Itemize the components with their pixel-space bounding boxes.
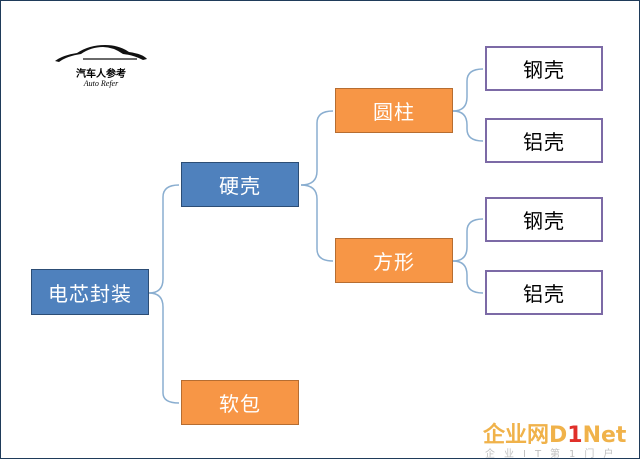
node-pouch: 软包 — [181, 380, 299, 425]
watermark-brand: 企业网D1Net — [483, 423, 627, 448]
node-prism-aluminum-shell: 铝壳 — [485, 270, 603, 315]
node-cyl-steel-shell: 钢壳 — [485, 46, 603, 91]
link-cyl-al — [452, 110, 484, 142]
link-square-al — [452, 260, 484, 294]
link-hard-square — [300, 184, 334, 262]
node-cylindrical: 圆柱 — [335, 88, 453, 133]
d1net-watermark: 企业网D1Net 企业IT第1门户 — [479, 417, 640, 460]
link-root-soft — [148, 292, 180, 404]
logo-title: 汽车人参考 — [76, 69, 126, 80]
logo-subtitle: Auto Refer — [83, 79, 119, 88]
car-silhouette-icon — [55, 45, 147, 62]
watermark-tagline: 企业IT第1门户 — [485, 449, 623, 460]
auto-refer-logo: 汽车人参考 Auto Refer — [53, 41, 149, 93]
node-cell-packaging: 电芯封装 — [31, 269, 149, 315]
link-square-steel — [452, 218, 484, 262]
node-cyl-aluminum-shell: 铝壳 — [485, 118, 603, 163]
link-root-hard — [148, 184, 180, 294]
node-prismatic: 方形 — [335, 238, 453, 283]
link-cyl-steel — [452, 68, 484, 112]
link-hard-cyl — [300, 110, 334, 186]
node-prism-steel-shell: 钢壳 — [485, 197, 603, 242]
node-hard-shell: 硬壳 — [181, 162, 299, 207]
